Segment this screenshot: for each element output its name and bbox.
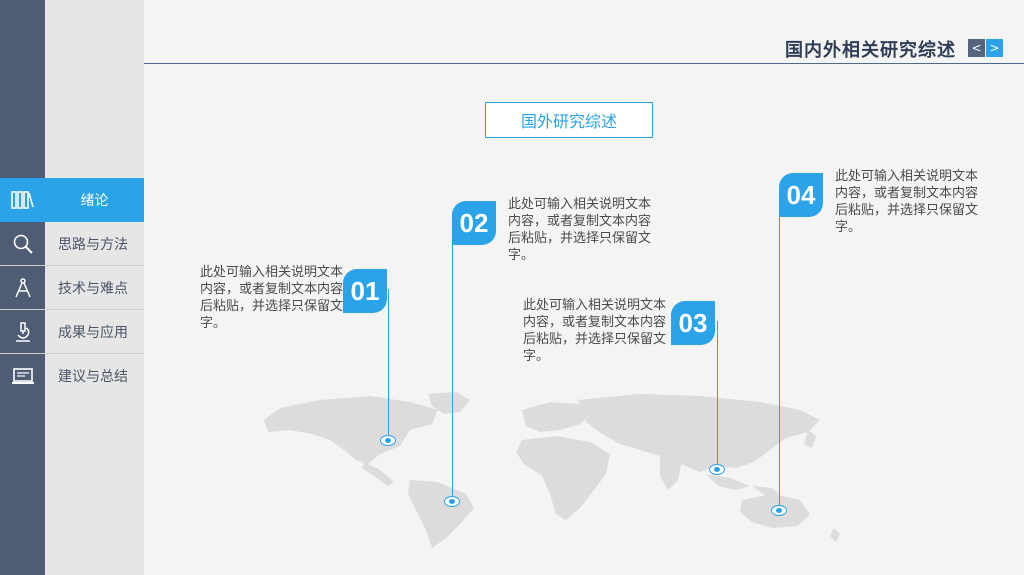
prev-page-button[interactable]: < (968, 39, 985, 57)
laptop-icon (0, 354, 45, 398)
header-divider (144, 63, 1024, 64)
point-4-text: 此处可输入相关说明文本内容，或者复制文本内容后粘贴，并选择只保留文字。 (835, 169, 979, 235)
next-page-button[interactable]: > (986, 39, 1003, 57)
world-map-graphic (264, 392, 840, 548)
section-title: 国外研究综述 (485, 102, 653, 138)
sidebar-item-label: 成果与应用 (58, 325, 128, 341)
sidebar-rail (0, 0, 45, 575)
magnifier-icon (0, 222, 45, 266)
point-2-leader-line (452, 221, 453, 497)
sidebar-panel (45, 0, 144, 575)
point-4-marker: 04 (779, 173, 823, 217)
books-icon (0, 178, 45, 222)
sidebar-item-results[interactable]: 成果与应用 (0, 310, 144, 354)
divider (0, 353, 144, 354)
compass-icon (0, 266, 45, 310)
point-2-marker: 02 (452, 201, 496, 245)
sidebar-item-methods[interactable]: 思路与方法 (0, 222, 144, 266)
sidebar-item-label: 技术与难点 (58, 281, 128, 297)
microscope-icon (0, 310, 45, 354)
point-1-marker: 01 (343, 269, 387, 313)
sidebar-item-label: 建议与总结 (58, 369, 128, 385)
point-1-text: 此处可输入相关说明文本内容，或者复制文本内容后粘贴，并选择只保留文字。 (200, 265, 344, 331)
point-1-location-pin (380, 435, 396, 446)
point-2-text: 此处可输入相关说明文本内容，或者复制文本内容后粘贴，并选择只保留文字。 (508, 197, 652, 263)
point-3-location-pin (709, 464, 725, 475)
point-1-leader-line (388, 289, 389, 436)
point-4-leader-line (779, 193, 780, 505)
divider (0, 309, 144, 310)
divider (0, 265, 144, 266)
point-2-location-pin (444, 496, 460, 507)
point-3-leader-line (717, 321, 718, 464)
point-4-location-pin (771, 505, 787, 516)
point-3-text: 此处可输入相关说明文本内容，或者复制文本内容后粘贴，并选择只保留文字。 (523, 298, 667, 364)
sidebar-item-summary[interactable]: 建议与总结 (0, 354, 144, 398)
sidebar-item-label: 绪论 (80, 193, 109, 209)
page-title: 国内外相关研究综述 (785, 40, 956, 61)
sidebar-item-tech[interactable]: 技术与难点 (0, 266, 144, 310)
point-3-marker: 03 (671, 301, 715, 345)
sidebar-item-intro[interactable]: 绪论 (0, 178, 144, 222)
sidebar-item-label: 思路与方法 (58, 237, 128, 253)
